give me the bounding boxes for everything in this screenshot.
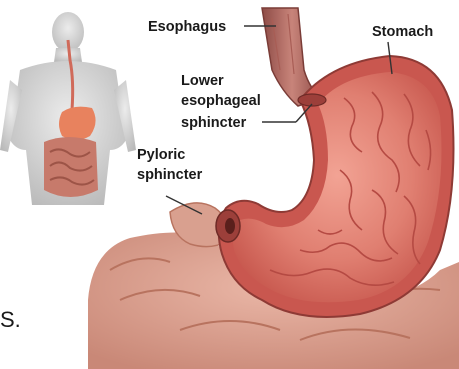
pyloric-opening [225,218,235,234]
label-les-line3: sphincter [181,115,247,131]
partial-text: S. [0,307,21,332]
stomach-lining [233,72,442,302]
label-les-line2: esophageal [181,93,261,109]
label-stomach: Stomach [372,24,433,40]
label-pyloric-line2: sphincter [137,167,203,183]
label-les-line1: Lower [181,73,224,89]
label-esophagus: Esophagus [148,19,226,35]
label-pyloric-line1: Pyloric [137,147,185,163]
body-figure [0,12,136,205]
figure-stomach [59,107,96,140]
